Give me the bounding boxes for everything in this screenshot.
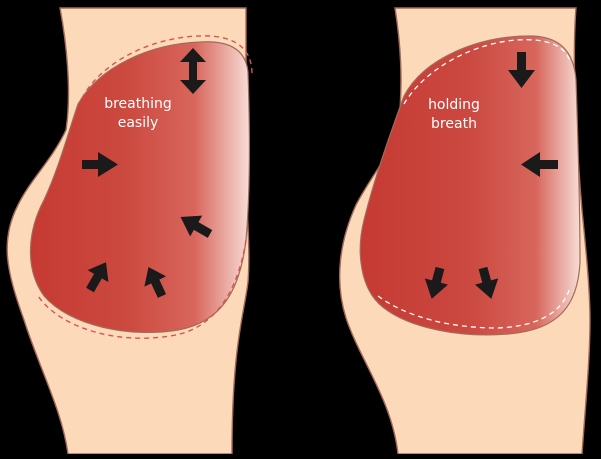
label-line-breathing: breathing bbox=[104, 96, 172, 112]
label-line-easily: easily bbox=[118, 115, 159, 131]
label-line-holding: holding bbox=[428, 97, 480, 113]
label-line-breath: breath bbox=[431, 116, 477, 132]
